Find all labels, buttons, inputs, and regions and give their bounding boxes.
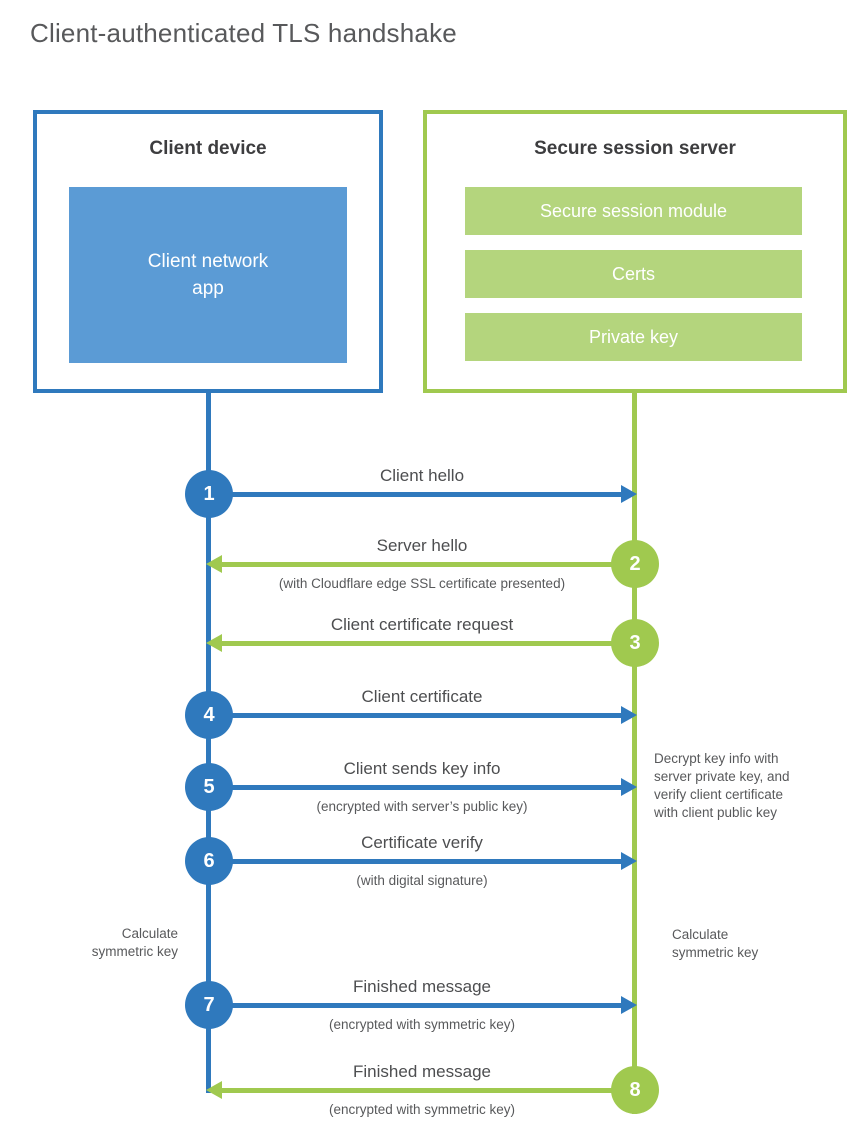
- step-circle: 6: [185, 837, 233, 885]
- arrow-line: [220, 1088, 635, 1093]
- arrow-label: Client certificate: [361, 687, 483, 706]
- decrypt-key-note: Decrypt key info with server private key…: [654, 751, 790, 820]
- arrow-sublabel: (with Cloudflare edge SSL certificate pr…: [278, 576, 566, 591]
- step-circle: 3: [611, 619, 659, 667]
- client-network-app-box: Client network app: [69, 187, 347, 363]
- arrow-label: Finished message: [353, 1062, 491, 1081]
- step-circle: 8: [611, 1066, 659, 1114]
- arrow-sublabel: (encrypted with server’s public key): [316, 799, 528, 814]
- arrow-label: Client certificate request: [330, 615, 514, 634]
- arrow-head-right-icon: [621, 778, 637, 796]
- calculate-symmetric-key-left: Calculate symmetric key: [91, 926, 178, 959]
- client-device-box: Client device Client network app: [33, 110, 383, 393]
- arrow-label: Server hello: [376, 536, 468, 555]
- calculate-symmetric-key-right: Calculate symmetric key: [672, 927, 759, 960]
- step-circle: 1: [185, 470, 233, 518]
- step-circle: 5: [185, 763, 233, 811]
- server-module-private-key: Private key: [465, 313, 802, 361]
- step-circle: 4: [185, 691, 233, 739]
- arrow-line: [209, 785, 623, 790]
- server-module-certs: Certs: [465, 250, 802, 298]
- arrow-head-left-icon: [206, 555, 222, 573]
- arrow-head-right-icon: [621, 996, 637, 1014]
- client-device-title: Client device: [149, 138, 267, 159]
- arrow-head-right-icon: [621, 485, 637, 503]
- arrow-line: [209, 713, 623, 718]
- arrow-line: [220, 641, 635, 646]
- arrow-sublabel: (encrypted with symmetric key): [328, 1017, 516, 1032]
- step-circle: 2: [611, 540, 659, 588]
- server-lifeline: [632, 393, 637, 1114]
- arrow-line: [209, 1003, 623, 1008]
- arrow-head-right-icon: [621, 852, 637, 870]
- server-module-secure-session: Secure session module: [465, 187, 802, 235]
- arrow-label: Certificate verify: [361, 833, 483, 852]
- arrow-sublabel: (encrypted with symmetric key): [328, 1102, 516, 1117]
- arrow-head-right-icon: [621, 706, 637, 724]
- arrow-head-left-icon: [206, 1081, 222, 1099]
- arrow-sublabel: (with digital signature): [356, 873, 488, 888]
- arrow-line: [209, 492, 623, 497]
- arrow-label: Client hello: [379, 466, 465, 485]
- arrow-label: Finished message: [353, 977, 491, 996]
- server-title: Secure session server: [534, 138, 736, 159]
- step-circle: 7: [185, 981, 233, 1029]
- client-lifeline: [206, 393, 211, 1093]
- arrow-head-left-icon: [206, 634, 222, 652]
- arrow-line: [220, 562, 635, 567]
- arrow-label: Client sends key info: [343, 759, 501, 778]
- arrow-line: [209, 859, 623, 864]
- secure-session-server-box: Secure session server Secure session mod…: [423, 110, 847, 393]
- diagram-title: Client-authenticated TLS handshake: [30, 18, 457, 48]
